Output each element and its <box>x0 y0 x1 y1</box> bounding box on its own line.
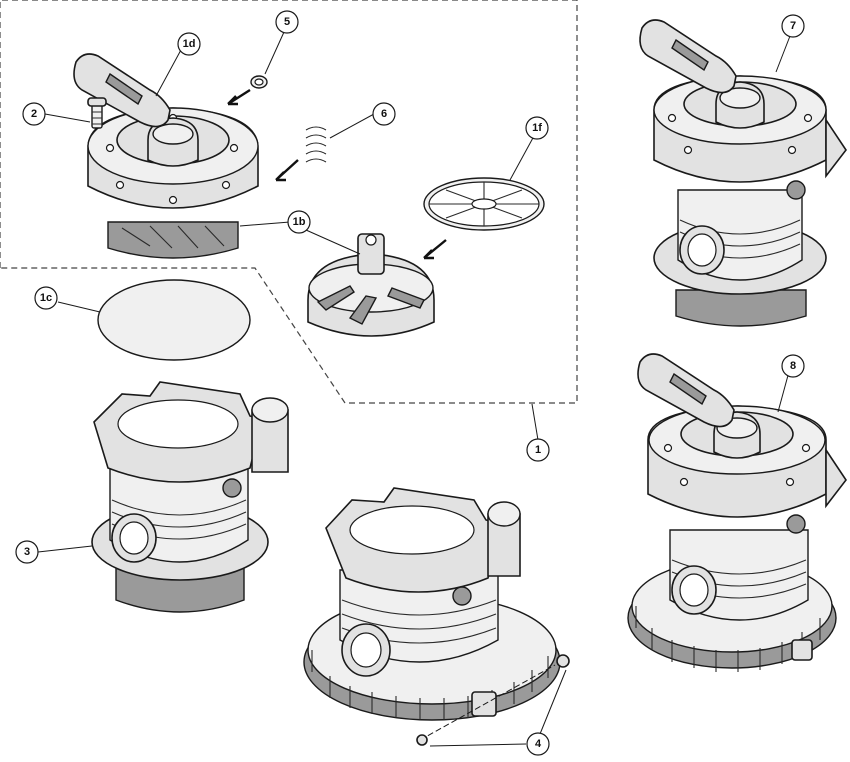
svg-text:4: 4 <box>535 738 542 750</box>
leader-6 <box>329 113 375 139</box>
svg-text:1f: 1f <box>532 122 542 134</box>
valve-body-with-clamp <box>303 487 570 746</box>
svg-text:1b: 1b <box>293 216 306 228</box>
gasket-1f-part <box>423 177 545 231</box>
callout-5: 5 <box>275 10 299 34</box>
svg-text:1c: 1c <box>40 292 52 304</box>
complete-valve-7 <box>639 19 847 327</box>
svg-text:3: 3 <box>24 546 30 558</box>
rotor-1b-part <box>307 233 435 337</box>
screw-part <box>87 97 107 129</box>
complete-valve-8 <box>627 353 847 672</box>
callout-1b: 1b <box>287 210 311 234</box>
leader-1c <box>57 301 101 313</box>
leader-2 <box>44 113 91 123</box>
callout-3: 3 <box>15 540 39 564</box>
leader-1f <box>509 135 535 181</box>
callout-6: 6 <box>372 102 396 126</box>
leader-1 <box>531 403 539 441</box>
arrow-to-spring <box>275 159 299 182</box>
callout-4: 4 <box>526 732 550 756</box>
svg-text:2: 2 <box>31 108 37 120</box>
leader-1b <box>239 221 361 255</box>
spring-part <box>305 126 327 163</box>
callout-1c: 1c <box>34 286 58 310</box>
callout-1d: 1d <box>177 32 201 56</box>
arrow-to-rotor <box>423 239 447 260</box>
svg-text:8: 8 <box>790 360 796 372</box>
valve-body-assembly-3 <box>91 381 289 613</box>
callout-7: 7 <box>781 14 805 38</box>
callout-8: 8 <box>781 354 805 378</box>
svg-text:1d: 1d <box>183 38 196 50</box>
leader-4 <box>429 669 567 747</box>
o-ring-part <box>250 75 268 89</box>
arrow-to-o-ring <box>227 88 251 106</box>
leader-7 <box>775 35 791 73</box>
callout-2: 2 <box>22 102 46 126</box>
svg-text:5: 5 <box>284 16 290 28</box>
valve-top-assembly <box>73 53 259 259</box>
svg-text:7: 7 <box>790 20 796 32</box>
kit-boundary-dashed <box>0 0 578 404</box>
gasket-1c-part <box>97 279 251 361</box>
callout-1: 1 <box>526 438 550 462</box>
svg-text:6: 6 <box>381 108 387 120</box>
svg-text:1: 1 <box>535 444 541 456</box>
callout-1f: 1f <box>525 116 549 140</box>
leader-3 <box>37 545 93 553</box>
leader-5 <box>264 31 285 75</box>
leader-1d <box>155 47 183 97</box>
